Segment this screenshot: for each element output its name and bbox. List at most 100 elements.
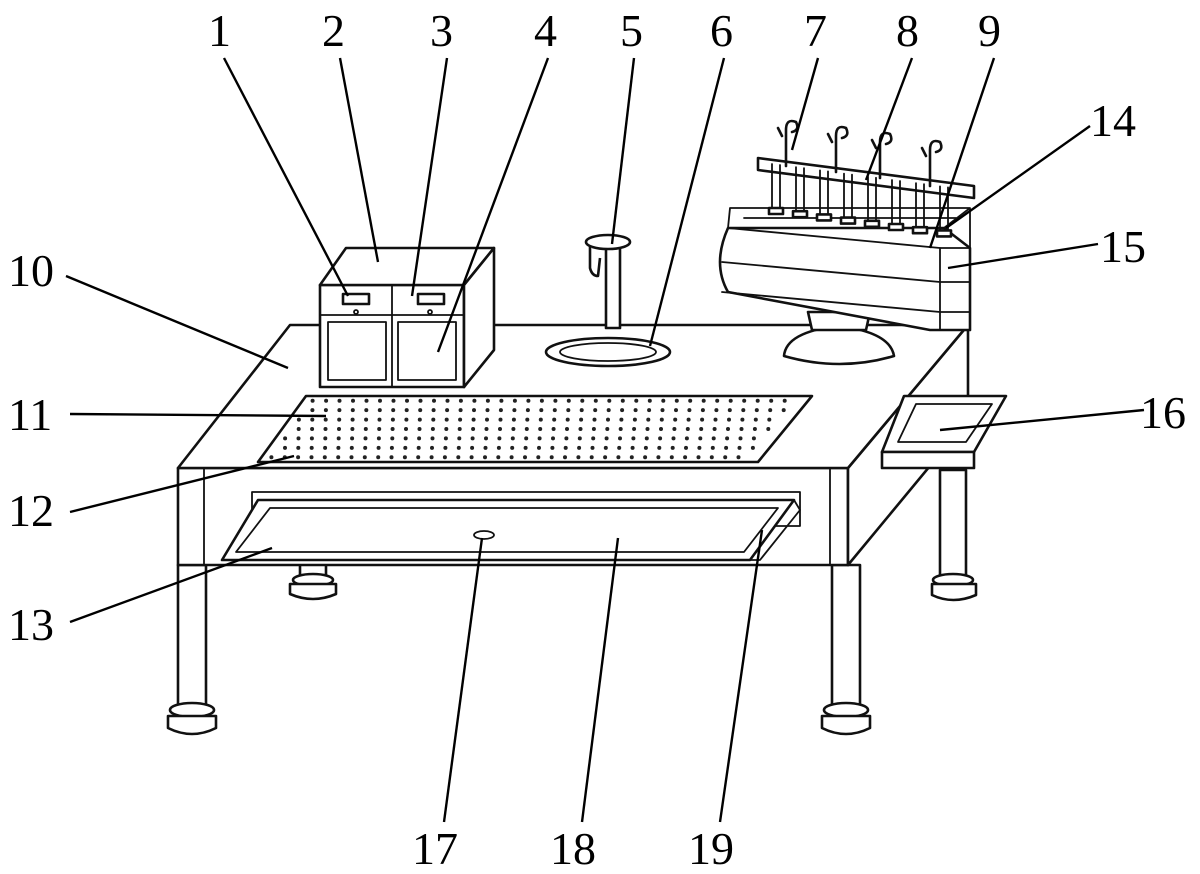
perforation-hole: [781, 408, 786, 413]
perforation-hole: [445, 398, 450, 403]
perforation-hole: [322, 455, 327, 460]
perforation-hole: [685, 427, 690, 431]
perforation-hole: [363, 445, 368, 450]
perforation-hole: [563, 445, 568, 450]
perforation-hole: [296, 445, 301, 450]
rear-right-leg: [930, 468, 978, 602]
perforation-hole: [661, 398, 666, 403]
perforation-hole: [712, 427, 717, 431]
tube-slot: [839, 216, 857, 225]
perforation-hole: [472, 398, 477, 403]
rack-basket: [718, 207, 972, 332]
tube-slot: [887, 222, 905, 232]
perforation-hole: [767, 417, 772, 422]
test-tube: [891, 179, 901, 230]
perforation-hole: [593, 398, 598, 403]
perforation-hole: [579, 417, 584, 422]
perforation-hole: [632, 427, 637, 431]
perforation-hole: [509, 455, 514, 460]
perforation-hole: [741, 408, 746, 413]
perforation-hole: [657, 445, 662, 450]
perforation-hole: [390, 436, 395, 441]
perforation-hole: [376, 436, 381, 441]
front-left-leg: [166, 563, 218, 736]
perforation-hole: [687, 408, 692, 413]
perforation-hole: [378, 398, 382, 403]
perforation-hole: [659, 417, 664, 422]
perforation-hole: [457, 436, 462, 441]
label-5: 5: [620, 5, 643, 56]
perforation-hole: [283, 436, 288, 441]
label-15: 15: [1100, 221, 1146, 272]
perforation-hole: [444, 427, 449, 431]
perforation-hole: [715, 398, 720, 403]
perforation-hole: [376, 445, 381, 450]
perforation-hole: [310, 408, 315, 413]
perforation-hole: [536, 455, 541, 460]
perforation-hole: [376, 455, 381, 460]
label-16: 16: [1140, 387, 1186, 438]
test-tube: [795, 166, 805, 218]
perforation-hole: [593, 408, 598, 413]
perforation-hole: [523, 445, 528, 450]
perforation-hole: [538, 417, 543, 422]
perforation-hole: [580, 398, 585, 403]
perforation-hole: [403, 445, 408, 450]
perforation-hole: [390, 417, 395, 422]
test-tube: [915, 182, 925, 234]
perforation-hole: [620, 408, 625, 413]
perforation-hole: [418, 408, 423, 413]
perforation-hole: [551, 427, 556, 431]
perforation-hole: [337, 427, 341, 431]
test-tubes: [767, 163, 953, 238]
perforation-hole: [445, 408, 450, 413]
perforation-hole: [606, 408, 611, 413]
perforation-hole: [363, 427, 368, 431]
perforation-hole: [351, 398, 355, 403]
hook: [920, 139, 943, 188]
side-tray[interactable]: [880, 394, 1008, 470]
perforation-hole: [430, 427, 435, 431]
perforation-hole: [296, 455, 301, 460]
perforation-hole: [565, 427, 569, 431]
perforation-hole: [674, 398, 679, 403]
label-14: 14: [1090, 95, 1136, 146]
perforation-hole: [524, 436, 529, 441]
perforation-hole: [671, 436, 676, 441]
perforation-hole: [324, 398, 329, 403]
perforation-hole: [417, 427, 422, 431]
perforation-hole: [470, 436, 475, 441]
perforation-hole: [485, 398, 490, 403]
perforation-hole: [337, 398, 342, 403]
perforation-hole: [577, 445, 582, 450]
perforation-hole: [323, 436, 328, 441]
perforation-hole: [456, 445, 461, 450]
perforation-hole: [591, 436, 596, 441]
perforation-hole: [362, 455, 367, 460]
perforation-hole: [700, 408, 705, 413]
tube-slot: [791, 209, 809, 219]
label-10: 10: [8, 245, 54, 296]
perforation-hole: [443, 436, 448, 441]
perforation-hole: [684, 436, 689, 441]
perforation-hole: [634, 398, 639, 403]
display-screen-right: [416, 292, 446, 306]
perforation-hole: [484, 436, 488, 441]
perforation-hole: [592, 417, 597, 422]
drawer[interactable]: [220, 498, 801, 562]
perforation-hole: [643, 455, 648, 460]
tube-slot: [767, 206, 785, 216]
perforation-hole: [483, 455, 487, 460]
perforation-hole: [755, 398, 760, 403]
perforation-hole: [485, 408, 490, 413]
perforation-hole: [696, 455, 701, 460]
perforation-hole: [551, 436, 555, 441]
perforation-hole: [647, 408, 652, 413]
perforation-hole: [377, 408, 382, 413]
perforation-hole: [766, 427, 771, 431]
perforation-hole: [782, 398, 787, 403]
perforation-hole: [309, 455, 314, 460]
perforation-hole: [620, 398, 625, 403]
perforation-hole: [310, 417, 315, 422]
perforation-hole: [497, 436, 502, 441]
